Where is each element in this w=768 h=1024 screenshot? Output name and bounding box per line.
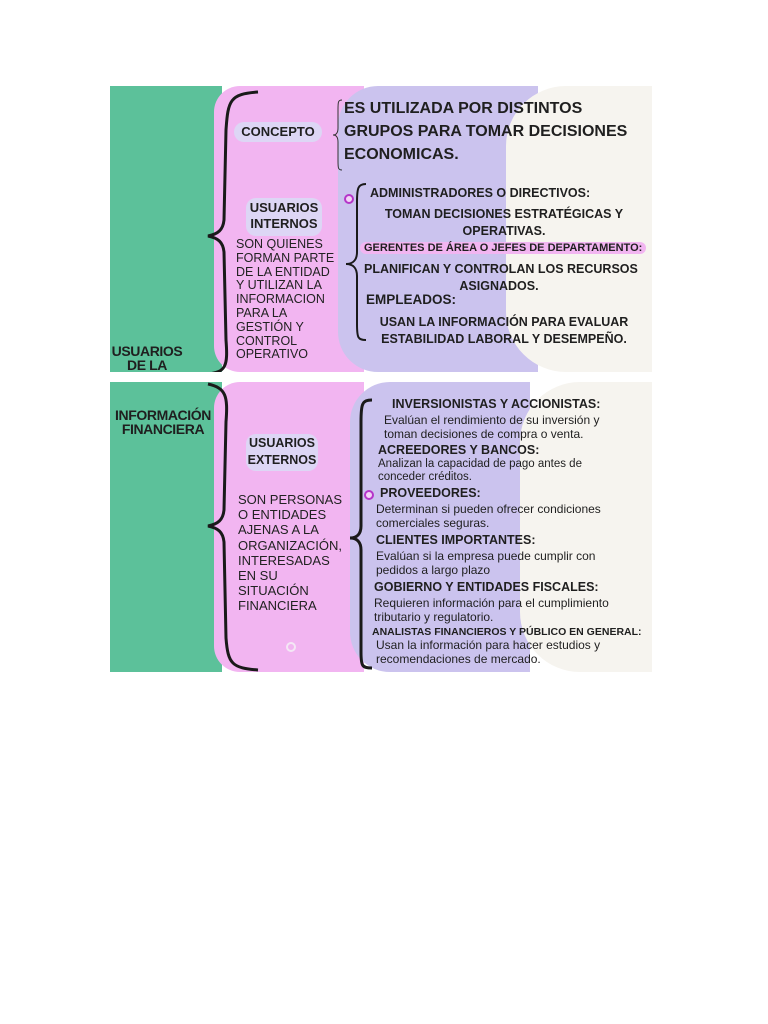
lavender-band (350, 382, 530, 672)
internos-brace (345, 183, 367, 341)
desc-line: AJENAS A LA (238, 522, 319, 538)
item-text: OPERATIVAS. (462, 224, 546, 238)
decorative-dot (286, 642, 296, 652)
concepto-label: CONCEPTO (234, 122, 322, 142)
desc-line: INFORMACION (236, 292, 325, 307)
label-line: USUARIOS (249, 436, 315, 450)
label-line: INTERNOS (250, 216, 318, 231)
bullet-dot (344, 194, 354, 204)
internos-description: SON QUIENES FORMAN PARTE DE LA ENTIDAD Y… (236, 237, 335, 362)
concepto-line: GRUPOS PARA TOMAR DECISIONES (344, 123, 628, 140)
item-text: PLANIFICAN Y CONTROLAN LOS RECURSOS (364, 262, 638, 276)
item-text: recomendaciones de mercado. (376, 652, 541, 666)
label-line: USUARIOS (249, 200, 319, 215)
lavender-band (338, 86, 538, 372)
desc-line: SON QUIENES (236, 237, 323, 251)
desc-line: CONTROL (236, 333, 298, 348)
item-title: CLIENTES IMPORTANTES: (376, 533, 536, 547)
panel-usuarios-internos: CONCEPTO ES UTILIZADA POR DISTINTOS GRUP… (110, 86, 652, 372)
item-title-highlight: GERENTES DE ÁREA O JEFES DE DEPARTAMENTO… (360, 242, 647, 254)
pink-band (214, 382, 364, 672)
concepto-line: ES UTILIZADA POR DISTINTOS (344, 100, 583, 117)
desc-line: FORMAN PARTE (236, 250, 335, 265)
item-text: pedidos a largo plazo (376, 563, 491, 577)
item-title: ANALISTAS FINANCIEROS Y PÚBLICO EN GENER… (372, 626, 642, 638)
green-band (110, 382, 222, 672)
usuarios-internos-label: USUARIOS INTERNOS (246, 198, 322, 236)
desc-line: ORGANIZACIÓN, (238, 537, 343, 553)
item-text: Requieren información para el cumplimien… (374, 596, 609, 610)
externos-description: SON PERSONAS O ENTIDADES AJENAS A LA ORG… (238, 492, 342, 614)
item-text: ESTABILIDAD LABORAL Y DESEMPEÑO. (381, 332, 627, 346)
item-title: INVERSIONISTAS Y ACCIONISTAS: (392, 397, 601, 411)
item-title: GERENTES DE ÁREA O JEFES DE DEPARTAMENTO… (360, 242, 647, 254)
item-text: ASIGNADOS. (459, 279, 539, 293)
title-line: USUARIOS (111, 343, 183, 359)
item-text: Evalúan si la empresa puede cumplir con (376, 549, 596, 563)
desc-line: INTERESADAS (238, 552, 330, 568)
item-text: tributario y regulatorio. (374, 610, 494, 624)
desc-line: PARA LA (236, 305, 288, 320)
item-text: comerciales seguras. (376, 516, 490, 530)
item-title: ACREEDORES Y BANCOS: (378, 443, 540, 457)
item-text: USAN LA INFORMACIÓN PARA EVALUAR (379, 315, 629, 329)
item-text: TOMAN DECISIONES ESTRATÉGICAS Y (384, 207, 624, 221)
label-line: EXTERNOS (247, 453, 317, 467)
title-line: INFORMACIÓN (115, 407, 211, 423)
item-title: EMPLEADOS: (366, 292, 457, 307)
item-text: toman decisiones de compra o venta. (384, 427, 584, 441)
item-text: Evalúan el rendimiento de su inversión y (384, 413, 600, 427)
item-title: GOBIERNO Y ENTIDADES FISCALES: (374, 580, 599, 594)
cream-band (520, 382, 652, 672)
desc-line: SITUACIÓN (238, 583, 309, 599)
externos-brace (349, 398, 373, 670)
main-brace-bottom (207, 382, 259, 672)
main-title-top: USUARIOS DE LA (110, 344, 184, 372)
main-brace-top (207, 90, 259, 372)
desc-line: FINANCIERA (238, 598, 317, 614)
bullet-dot (364, 490, 374, 500)
concepto-line: ECONOMICAS. (344, 146, 459, 163)
concepto-brace (332, 99, 343, 171)
desc-line: Y UTILIZAN LA (236, 278, 322, 293)
item-text: Analizan la capacidad de pago antes de (378, 458, 582, 470)
title-line: DE LA (126, 357, 167, 372)
desc-line: DE LA ENTIDAD (236, 264, 330, 279)
item-title: ADMINISTRADORES O DIRECTIVOS: (370, 186, 591, 200)
cream-band (506, 86, 652, 372)
desc-line: GESTIÓN Y (236, 319, 304, 334)
item-text: Determinan si pueden ofrecer condiciones (376, 502, 601, 516)
desc-line: SON PERSONAS (238, 492, 343, 507)
main-title-bottom: INFORMACIÓN FINANCIERA (110, 408, 216, 436)
item-text: conceder créditos. (378, 471, 472, 483)
panel-usuarios-externos: INFORMACIÓN FINANCIERA USUARIOS EXTERNOS… (110, 382, 652, 672)
item-text: Usan la información para hacer estudios … (376, 638, 601, 652)
usuarios-externos-label: USUARIOS EXTERNOS (246, 434, 318, 471)
title-line: FINANCIERA (121, 421, 205, 437)
item-title: PROVEEDORES: (380, 486, 481, 500)
desc-line: OPERATIVO (236, 347, 309, 362)
green-band (110, 86, 222, 372)
desc-line: O ENTIDADES (238, 507, 327, 523)
desc-line: EN SU (238, 568, 278, 584)
